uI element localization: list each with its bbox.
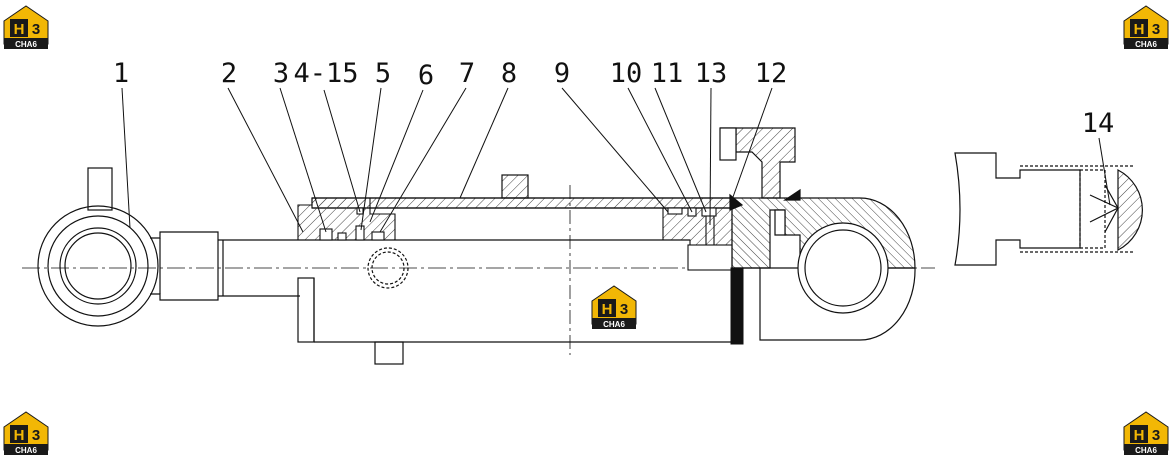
logo-center: H 3 CHA6 (591, 285, 637, 329)
callout-2: 2 (221, 58, 237, 89)
h3-cha6-logo-icon: H 3 CHA6 (591, 285, 637, 329)
rod-eye (37, 167, 219, 327)
callout-13: 13 (695, 58, 728, 89)
leader-lines (121, 87, 1111, 233)
logo-top-right: H 3 CHA6 (1123, 5, 1169, 49)
svg-text:3: 3 (620, 301, 628, 318)
h3-cha6-logo-icon: H 3 CHA6 (3, 5, 49, 49)
callout-5: 5 (375, 58, 391, 89)
logo-bottom-left: H 3 CHA6 (3, 411, 49, 455)
logo-top-left: H 3 CHA6 (3, 5, 49, 49)
svg-text:3: 3 (32, 427, 40, 444)
callout-12: 12 (755, 58, 788, 89)
h3-cha6-logo-icon: H 3 CHA6 (1123, 5, 1169, 49)
callout-labels: 1 2 3 4-15 5 6 7 8 9 10 11 13 12 14 (113, 58, 1114, 139)
svg-text:H: H (602, 301, 613, 318)
callout-11: 11 (651, 58, 684, 89)
svg-text:H: H (1134, 427, 1145, 444)
logo-word: CHA6 (1135, 446, 1157, 455)
locking-pin (730, 267, 744, 345)
logo-word: CHA6 (603, 320, 625, 329)
svg-text:3: 3 (1152, 427, 1160, 444)
callout-1: 1 (113, 58, 129, 89)
piston-rod (218, 239, 740, 365)
h3-cha6-logo-icon: H 3 CHA6 (1123, 411, 1169, 455)
callout-4-15: 4-15 (293, 58, 358, 89)
piston-assembly (662, 207, 733, 271)
h3-cha6-logo-icon: H 3 CHA6 (3, 411, 49, 455)
logo-mark-3: 3 (32, 21, 40, 38)
logo-word: CHA6 (1135, 40, 1157, 49)
logo-word: CHA6 (15, 446, 37, 455)
svg-text:H: H (1134, 21, 1145, 38)
cylinder-bottom (719, 127, 916, 341)
detail-view-14 (954, 152, 1143, 266)
svg-text:3: 3 (1152, 21, 1160, 38)
callout-14: 14 (1082, 108, 1115, 139)
callout-3: 3 (273, 58, 289, 89)
gland-assembly (297, 197, 396, 241)
logo-bottom-right: H 3 CHA6 (1123, 411, 1169, 455)
cylinder-tube (311, 174, 733, 209)
callout-6: 6 (418, 60, 434, 91)
logo-mark-h: H (14, 21, 25, 38)
svg-text:H: H (14, 427, 25, 444)
callout-10: 10 (610, 58, 643, 89)
callout-8: 8 (501, 58, 517, 89)
callout-9: 9 (554, 58, 570, 89)
logo-word: CHA6 (15, 40, 37, 49)
callout-7: 7 (459, 58, 475, 89)
